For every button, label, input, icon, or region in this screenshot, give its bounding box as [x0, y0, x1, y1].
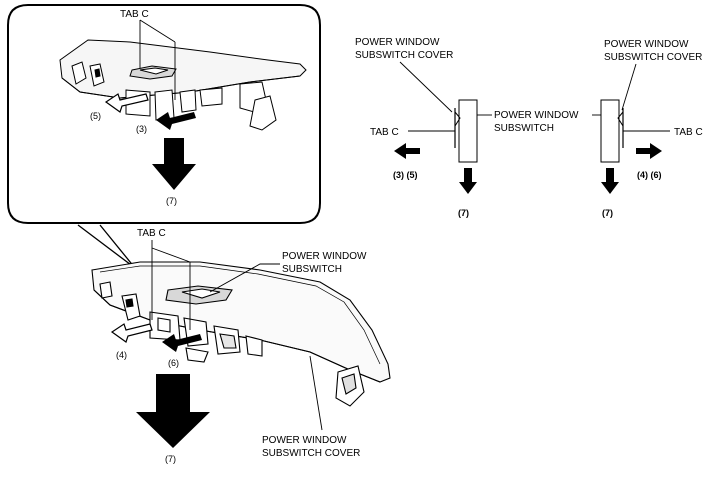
section-b-down-arrow — [601, 168, 619, 194]
section-b-right-arrow — [636, 143, 662, 159]
section-a-tab-c: TAB C — [370, 127, 399, 138]
subswitch-label-line1: POWER WINDOW — [282, 251, 367, 262]
step-4: (4) — [116, 350, 127, 360]
section-a-left-arrow — [394, 143, 420, 159]
pull-arrow-6 — [162, 334, 202, 352]
inset-step-7: (7) — [166, 196, 177, 206]
inset-step-3: (3) — [136, 124, 147, 134]
section-view-b: POWER WINDOW SUBSWITCH COVER TAB C (4) (… — [592, 39, 703, 218]
section-a-down-arrow — [459, 168, 477, 194]
section-b-cover-line1: POWER WINDOW — [604, 39, 689, 50]
inset-pull-arrow-5 — [104, 93, 149, 113]
cover-label-line2: SUBSWITCH COVER — [262, 448, 360, 459]
detail-inset: TAB C (5) (3) (7) — [7, 4, 321, 269]
cover-label-line1: POWER WINDOW — [262, 435, 347, 446]
subswitch-label-line2: SUBSWITCH — [282, 264, 342, 275]
section-b-cover-line2: SUBSWITCH COVER — [604, 52, 702, 63]
pull-arrow-4 — [110, 323, 153, 343]
section-b-step-7: (7) — [602, 208, 613, 218]
inset-pull-arrow-3 — [156, 112, 196, 130]
section-view-a: POWER WINDOW SUBSWITCH COVER TAB C POWER… — [355, 37, 579, 218]
section-a-subswitch-line2: SUBSWITCH — [494, 123, 554, 134]
main-tab-c-label: TAB C — [137, 228, 166, 239]
section-a-subswitch-line1: POWER WINDOW — [494, 110, 579, 121]
section-a-cover-line1: POWER WINDOW — [355, 37, 440, 48]
inset-step-5: (5) — [90, 111, 101, 121]
inset-subswitch-cover-part — [59, 39, 307, 131]
section-a-step-3-5: (3) (5) — [393, 170, 418, 180]
step-7: (7) — [165, 454, 176, 464]
section-a-step-7: (7) — [458, 208, 469, 218]
main-view: TAB C POWER WINDOW SUBSWITCH POWER WINDO… — [91, 228, 391, 464]
inset-tab-c-label: TAB C — [120, 9, 149, 20]
inset-down-arrow-7 — [152, 138, 196, 190]
section-b-tab-c: TAB C — [674, 127, 703, 138]
down-arrow-7 — [136, 374, 210, 448]
section-b-step-4-6: (4) (6) — [637, 170, 662, 180]
section-a-cover-line2: SUBSWITCH COVER — [355, 50, 453, 61]
step-6: (6) — [168, 358, 179, 368]
